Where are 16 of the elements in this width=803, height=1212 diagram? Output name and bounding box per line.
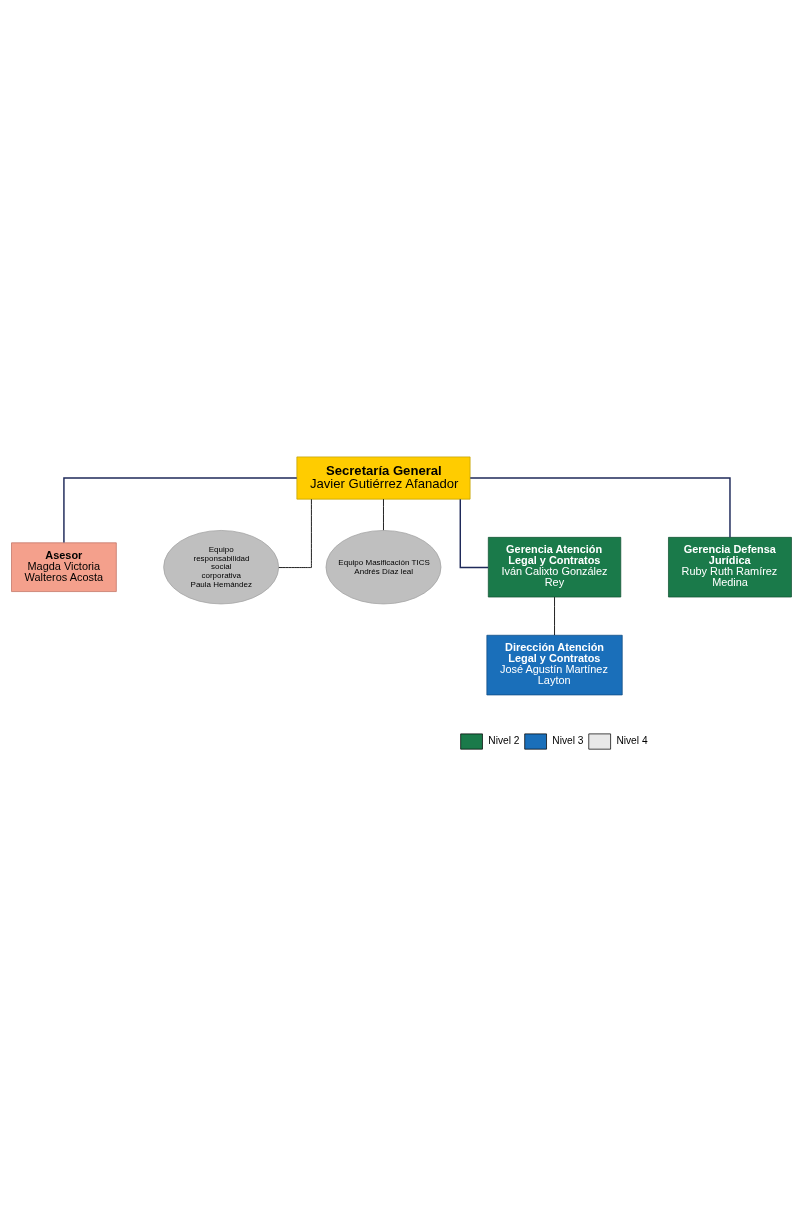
connector (469, 476, 731, 538)
node-box: Dirección Atención Legal y Contratos José Agustín Martínez Layton (486, 634, 623, 695)
connector (459, 498, 489, 568)
connector (554, 596, 555, 635)
legend-label: Nivel 4 (616, 734, 648, 746)
legend-label: Nivel 2 (488, 734, 520, 746)
node-box: Asesor Magda Victoria Walteros Acosta (11, 541, 117, 592)
connector (63, 476, 298, 543)
node-box: Secretaría General Javier Gutiérrez Afanador (296, 456, 471, 499)
node-ellipse: Equipo Masificación TICS Andrés Díaz leal (325, 529, 442, 604)
connector (383, 498, 384, 531)
node-box: Gerencia Defensa Jurídica Ruby Ruth Ramírez Medina (668, 536, 792, 597)
node-box: Gerencia Atención Legal y Contratos Iván Calixto González Rey (487, 536, 622, 597)
connector (278, 498, 312, 568)
legend-label: Nivel 3 (552, 734, 584, 746)
node-ellipse: Equipo responsabilidad social corporativa Paula Hemández (163, 529, 280, 604)
